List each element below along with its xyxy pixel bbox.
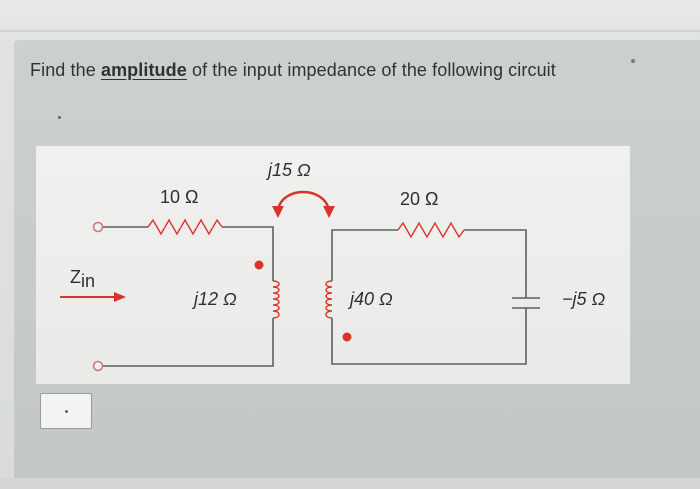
top-strip bbox=[0, 0, 700, 30]
polarity-dot-secondary bbox=[342, 332, 352, 342]
input-terminal-top bbox=[92, 221, 104, 233]
polarity-dot-primary bbox=[254, 260, 264, 270]
top-strip-divider bbox=[0, 30, 700, 32]
input-terminal-bottom bbox=[92, 360, 104, 372]
input-impedance-label: Zin bbox=[70, 267, 95, 291]
answer-input[interactable] bbox=[40, 393, 92, 429]
resistor-1-label: 10 Ω bbox=[160, 187, 198, 207]
resistor-1-symbol bbox=[147, 218, 223, 236]
question-suffix: of the input impedance of the following … bbox=[186, 60, 556, 80]
question-text: Find the amplitude of the input impedanc… bbox=[30, 60, 700, 81]
inductor-2-symbol bbox=[325, 280, 333, 319]
answer-box-speck bbox=[65, 410, 68, 413]
primary-bottom-wire bbox=[102, 318, 274, 367]
input-arrow bbox=[60, 292, 126, 302]
secondary-top-left-wire bbox=[331, 229, 398, 281]
wires bbox=[102, 226, 527, 367]
question-prefix: Find the bbox=[30, 60, 101, 80]
question-emphasis: amplitude bbox=[100, 60, 187, 80]
capacitor-label: −j5 Ω bbox=[562, 289, 606, 309]
resistor-2-symbol bbox=[397, 221, 465, 239]
primary-top-wire bbox=[222, 226, 274, 281]
secondary-bottom-wire bbox=[331, 308, 527, 365]
circuit-figure: j15 Ω 10 Ω 20 Ω j12 Ω j40 Ω −j5 Ω Zin bbox=[36, 146, 630, 384]
inductor-1-symbol bbox=[272, 280, 280, 319]
bottom-edge bbox=[0, 478, 700, 489]
mutual-coupling-arrow bbox=[272, 190, 335, 218]
mutual-inductance-label: j15 Ω bbox=[265, 160, 311, 180]
secondary-top-right-wire bbox=[464, 229, 527, 298]
inductor-2-label: j40 Ω bbox=[347, 289, 393, 309]
speck bbox=[631, 59, 635, 63]
circuit-diagram: j15 Ω 10 Ω 20 Ω j12 Ω j40 Ω −j5 Ω Zin bbox=[60, 160, 606, 372]
resistor-2-label: 20 Ω bbox=[400, 189, 438, 209]
inductor-1-label: j12 Ω bbox=[191, 289, 237, 309]
cursor-speck bbox=[58, 116, 61, 119]
capacitor-symbol bbox=[512, 297, 540, 309]
